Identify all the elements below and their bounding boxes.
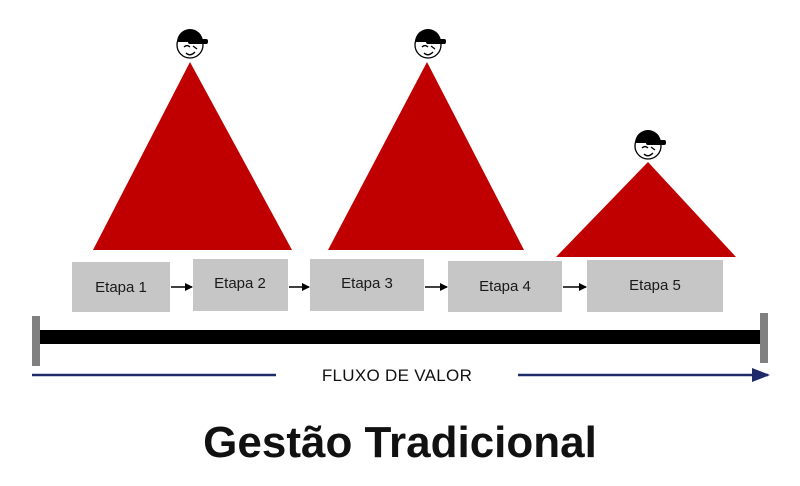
step-box-5: Etapa 5 — [587, 260, 723, 312]
worker-head-icon — [634, 130, 666, 160]
inventory-triangle-icon — [556, 162, 736, 257]
step-label-3: Etapa 3 — [341, 275, 393, 292]
step-box-3: Etapa 3 — [310, 259, 424, 311]
step-label-1: Etapa 1 — [95, 279, 147, 296]
step-box-4: Etapa 4 — [448, 261, 562, 312]
value-stream-timeline — [32, 313, 768, 366]
step-label-4: Etapa 4 — [479, 278, 531, 295]
step-box-1: Etapa 1 — [72, 262, 170, 312]
step-label-5: Etapa 5 — [629, 277, 681, 294]
inventory-triangle-icon — [93, 62, 292, 250]
step-label-2: Etapa 2 — [214, 275, 266, 292]
page-title: Gestão Tradicional — [203, 418, 597, 467]
step-box-2: Etapa 2 — [193, 259, 288, 311]
inventory-triangle-icon — [328, 62, 524, 250]
worker-head-icon — [414, 29, 446, 59]
flow-label: FLUXO DE VALOR — [322, 366, 472, 385]
worker-head-icon — [176, 29, 208, 59]
